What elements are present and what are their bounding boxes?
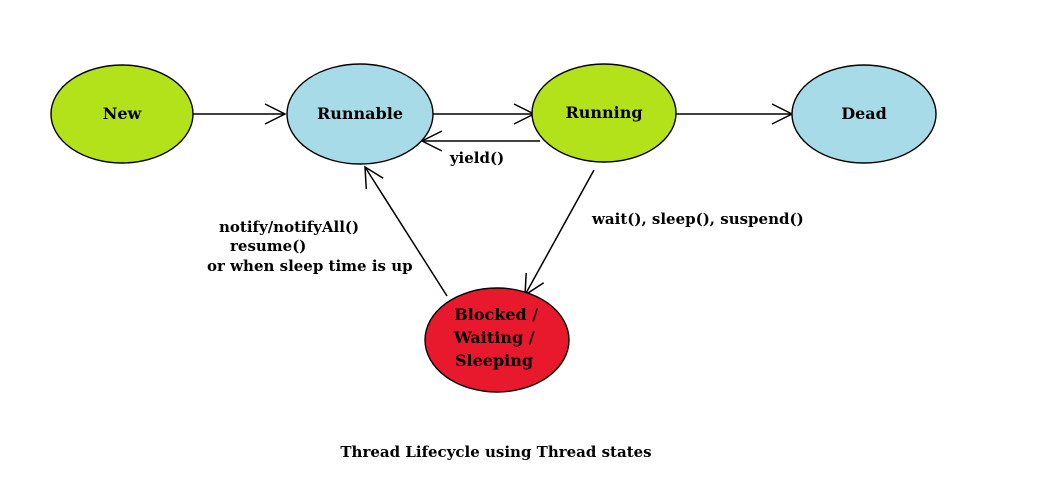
- state-blocked-label-line-1: Blocked /: [454, 305, 538, 324]
- state-runnable: Runnable: [286, 63, 434, 165]
- notify-label-line-2: resume(): [230, 237, 306, 255]
- notify-label-line-1: notify/notifyAll(): [219, 218, 359, 236]
- state-new: New: [50, 64, 194, 164]
- state-new-shape: [50, 64, 194, 164]
- state-dead-shape: [791, 64, 937, 164]
- state-dead-label: Dead: [841, 104, 887, 123]
- state-running: Running: [531, 63, 677, 163]
- notify-resume-label: notify/notifyAll() resume() or when slee…: [207, 218, 413, 275]
- wait-sleep-suspend-label: wait(), sleep(), suspend(): [591, 210, 804, 228]
- state-running-shape: [531, 63, 677, 163]
- state-blocked-label: Blocked / Waiting / Sleeping: [453, 305, 544, 370]
- state-blocked-label-line-2: Waiting /: [453, 328, 535, 347]
- state-new-label: New: [103, 104, 143, 123]
- state-runnable-label: Runnable: [317, 104, 403, 123]
- notify-label-line-3: or when sleep time is up: [207, 257, 413, 275]
- edge-new-to-runnable: [193, 103, 287, 125]
- edge-running-to-blocked: [524, 169, 595, 297]
- edge-running-to-runnable: [420, 130, 540, 152]
- diagram-caption: Thread Lifecycle using Thread states: [340, 443, 651, 461]
- state-blocked: Blocked / Waiting / Sleeping: [424, 287, 570, 393]
- state-blocked-shape: [424, 287, 570, 393]
- edge-running-to-dead: [676, 103, 794, 125]
- edge-runnable-to-running: [432, 103, 536, 125]
- edge-blocked-to-runnable: [364, 165, 448, 297]
- state-runnable-shape: [286, 63, 434, 165]
- yield-label: yield(): [449, 149, 504, 167]
- state-dead: Dead: [791, 64, 937, 164]
- state-running-label: Running: [565, 103, 642, 122]
- state-blocked-label-line-3: Sleeping: [455, 351, 533, 370]
